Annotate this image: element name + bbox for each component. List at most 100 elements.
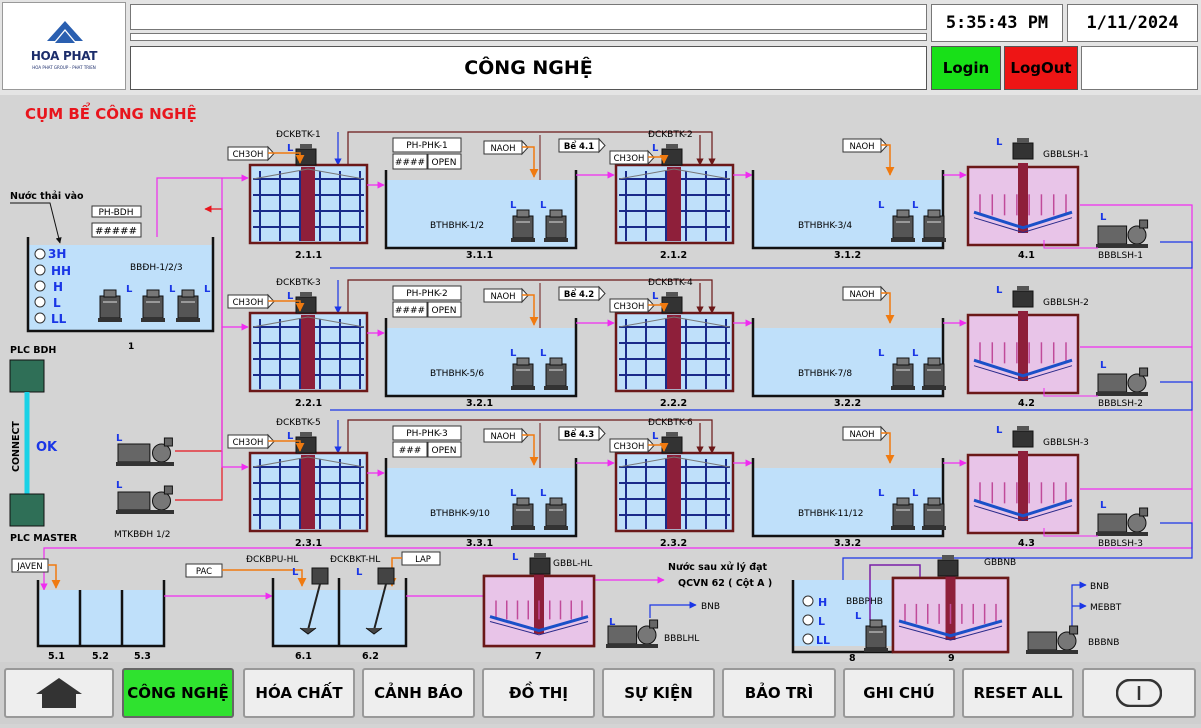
mtk-pump-2[interactable] [116, 485, 174, 514]
bthbhk-b2-2[interactable] [922, 497, 946, 530]
bbb-label-0: BBBLSH-1 [1098, 251, 1143, 261]
logout-button[interactable]: LogOut [1004, 46, 1078, 90]
ph-state-1: OPEN [432, 306, 457, 316]
dck-b-label-2: ĐCKBTK-6 [648, 418, 693, 428]
mtk1-level-mark: L [116, 433, 123, 444]
message-bar-2 [130, 33, 927, 41]
tank-7-id: 7 [535, 651, 542, 662]
plc-master-icon[interactable] [9, 493, 45, 527]
outlet-label-1: Nước sau xử lý đạt [668, 562, 767, 573]
tank-id-3.3.1: 3.3.1 [466, 538, 493, 549]
plc-status: OK [36, 440, 58, 455]
gbbl-label: GBBL-HL [553, 559, 592, 569]
bbdh-pump-1[interactable] [98, 289, 122, 322]
ch3oh-a-0: CH3OH [233, 150, 264, 160]
bbbnb-pump[interactable] [1026, 625, 1079, 654]
gbbl-motor[interactable] [529, 553, 551, 575]
tank-8-level-l: L [818, 615, 825, 628]
bthbhk-b1-1[interactable] [891, 357, 915, 390]
clarifier-4.1 [966, 163, 1080, 247]
nav-button-3[interactable]: ĐỒ THỊ [482, 668, 595, 718]
nav-button-6[interactable]: GHI CHÚ [843, 668, 955, 718]
pump-b-label-0: BTHBHK-3/4 [798, 221, 852, 231]
plc-panel: PLC BDH PLC MASTER CONNECT OK [9, 345, 78, 544]
tank-id-2.1.2: 2.1.2 [660, 250, 687, 261]
agitator-ĐCKBTK-2[interactable] [661, 144, 683, 166]
level-hh: HH [51, 264, 71, 278]
bbblsh-level-mark-1: L [1100, 360, 1107, 371]
agitator-ĐCKBTK-4[interactable] [661, 292, 683, 314]
bbbphb-pump[interactable] [864, 619, 888, 652]
power-button[interactable] [1082, 668, 1196, 718]
tank-8-level-ll: LL [816, 634, 830, 647]
home-button[interactable] [4, 668, 114, 718]
reactor-b-level-mark-2: L [652, 431, 659, 442]
bthbhk-a2-level-mark-0: L [540, 200, 547, 211]
login-button[interactable]: Login [931, 46, 1001, 90]
gbb-2[interactable] [1012, 426, 1034, 448]
mtk-label: MTKBĐH 1/2 [114, 530, 170, 540]
bbblsh-pump-0[interactable] [1096, 219, 1149, 248]
agitator-ĐCKBTK-6[interactable] [661, 432, 683, 454]
bbbl-pump[interactable] [606, 619, 659, 648]
ph-label-2: PH-PHK-3 [406, 429, 448, 439]
lap-label: LAP [415, 555, 431, 565]
javen-label: JAVEN [16, 562, 42, 572]
bthbhk-b2-1[interactable] [922, 357, 946, 390]
nav-button-5[interactable]: BẢO TRÌ [722, 668, 836, 718]
bbblsh-pump-2[interactable] [1096, 507, 1149, 536]
outlet-label-2: QCVN 62 ( Cột A ) [678, 578, 772, 589]
bthbhk-a1-2[interactable] [511, 497, 535, 530]
bthbhk-b1-2[interactable] [891, 497, 915, 530]
be-tag-0: Bể 4.1 [564, 140, 594, 152]
bbdh-pump-3[interactable] [176, 289, 200, 322]
message-bar [130, 4, 927, 30]
reactor-2.1.2 [614, 163, 735, 245]
header: HOA PHAT HOA PHAT GROUP - PHAT TRIEN CÔN… [0, 0, 1201, 95]
plc-bdh-icon[interactable] [9, 359, 45, 393]
bbblsh-pump-1[interactable] [1096, 367, 1149, 396]
reactor-a-level-mark-1: L [287, 291, 294, 302]
nav-button-4[interactable]: SỰ KIỆN [602, 668, 715, 718]
bthbhk-a2-1[interactable] [544, 357, 568, 390]
agitator-ĐCKBTK-1[interactable] [295, 144, 317, 166]
gbbnb-motor[interactable] [937, 555, 959, 577]
bthbhk-a1-1[interactable] [511, 357, 535, 390]
nav-button-0[interactable]: CÔNG NGHỆ [122, 668, 234, 718]
bthbhk-a1-0[interactable] [511, 209, 535, 242]
tank-id-4.3: 4.3 [1018, 538, 1035, 549]
tank-id-3.1.2: 3.1.2 [834, 250, 861, 261]
dckbkt-label: ĐCKBKT-HL [330, 555, 380, 565]
reactor-2.2.1 [248, 311, 369, 393]
nav-button-2[interactable]: CẢNH BÁO [362, 668, 475, 718]
bthbhk-b1-0[interactable] [891, 209, 915, 242]
naoh-b-2: NAOH [849, 430, 874, 440]
ph-value-2: ### [399, 446, 422, 456]
tank-5-3-id: 5.3 [134, 651, 151, 662]
process-line-1: ĐCKBTK-1LCH3OH2.1.1PH-PHK-1####OPENNAOHL… [227, 130, 1149, 261]
agitator-ĐCKBTK-3[interactable] [295, 292, 317, 314]
agitator-ĐCKBTK-5[interactable] [295, 432, 317, 454]
mixer-6-2[interactable] [365, 567, 395, 635]
home-icon [36, 678, 82, 708]
bthbhk-a2-2[interactable] [544, 497, 568, 530]
bbdh-pump-2[interactable] [141, 289, 165, 322]
mixer-6-1[interactable] [299, 567, 329, 635]
pump-a-label-0: BTHBHK-1/2 [430, 221, 484, 231]
bthbhk-a2-0[interactable] [544, 209, 568, 242]
gbb-1[interactable] [1012, 286, 1034, 308]
nav-button-7[interactable]: RESET ALL [962, 668, 1074, 718]
gbb-0[interactable] [1012, 138, 1034, 160]
naoh-a-1: NAOH [490, 292, 515, 302]
ph-state-0: OPEN [432, 158, 457, 168]
bthbhk-b2-0[interactable] [922, 209, 946, 242]
ph-label-0: PH-PHK-1 [406, 141, 448, 151]
tank-id-3.1.1: 3.1.1 [466, 250, 493, 261]
bthbhk-b2-level-mark-2: L [912, 488, 919, 499]
nav-button-1[interactable]: HÓA CHẤT [243, 668, 355, 718]
tank-5-2-id: 5.2 [92, 651, 109, 662]
tank-id-2.1.1: 2.1.1 [295, 250, 322, 261]
mtk-pump-1[interactable] [116, 437, 174, 466]
tank-6-1-level-mark: L [292, 567, 299, 578]
